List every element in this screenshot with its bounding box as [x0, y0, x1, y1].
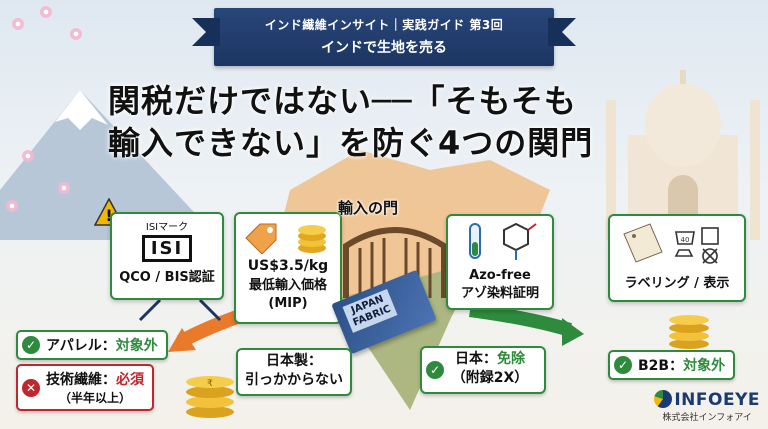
- gate-icon: [343, 227, 447, 298]
- logo-name: INFOEYE: [674, 390, 760, 410]
- isi-mark-caption: ISIマーク: [145, 222, 189, 233]
- blossom-decoration: [12, 18, 24, 30]
- arrow-isi-right: [198, 298, 222, 322]
- logo-mark-icon: [654, 390, 673, 408]
- japan-exempt-note: （附録2X）: [451, 370, 529, 386]
- series-banner: インド繊維インサイト｜実践ガイド 第3回 インドで生地を売る: [192, 8, 576, 66]
- japan-exempt-value: 免除: [497, 351, 525, 367]
- title-line2: 輸入できない」を防ぐ4つの関門: [108, 124, 594, 162]
- outcome-japan-made: 日本製： 引っかからない: [236, 348, 352, 396]
- azo-label-l2: アゾ染料証明: [460, 286, 539, 301]
- page-title: 関税だけではない──「そもそも 輸入できない」を防ぐ4つの関門: [108, 80, 668, 164]
- isi-logo: ISI: [141, 235, 193, 262]
- svg-text:40: 40: [681, 236, 690, 244]
- banner-line2: インドで生地を売る: [321, 40, 447, 56]
- outcome-b2b: ✓ B2B：対象外: [608, 350, 736, 380]
- azo-label-l1: Azo-free: [469, 268, 531, 283]
- banner-line1: インド繊維インサイト｜実践ガイド 第3回: [264, 18, 504, 32]
- check-icon: ✓: [426, 361, 444, 379]
- mip-label-l3: (MIP): [268, 296, 308, 311]
- mip-label-l2: 最低輸入価格: [248, 278, 327, 293]
- blossom-decoration: [70, 28, 82, 40]
- apparel-prefix: アパレル：: [46, 338, 116, 354]
- svg-text:₹: ₹: [207, 379, 213, 389]
- price-tag-icon: [245, 223, 277, 254]
- card-mip: US$3.5/kg 最低輸入価格 (MIP): [234, 212, 342, 324]
- mountain-illustration: [0, 90, 220, 240]
- technical-note: （半年以上）: [58, 391, 131, 405]
- outcome-technical: ✕ 技術繊維：必須 （半年以上）: [16, 364, 154, 411]
- outcome-apparel: ✓ アパレル：対象外: [16, 330, 168, 360]
- coins-icon: [298, 225, 326, 253]
- arrow-right-head: [562, 318, 584, 346]
- arrow-isi-left: [138, 298, 162, 322]
- card-labeling: 40 ラベリング / 表示: [608, 214, 746, 302]
- x-icon: ✕: [22, 378, 40, 397]
- blossom-decoration: [58, 182, 70, 194]
- check-icon: ✓: [614, 356, 632, 374]
- arrow-right: [469, 303, 573, 337]
- rupee-coins-icon: ₹: [186, 376, 234, 418]
- arrow-left-head: [168, 328, 196, 352]
- company-logo: INFOEYE 株式会社インフォアイ: [654, 390, 760, 423]
- technical-prefix: 技術繊維：: [46, 372, 116, 388]
- technical-value: 必須: [116, 372, 144, 388]
- svg-text:!: !: [105, 206, 112, 225]
- apparel-value: 対象外: [115, 338, 158, 354]
- b2b-value: 対象外: [683, 358, 726, 374]
- blossom-decoration: [40, 6, 52, 18]
- japan-exempt-prefix: 日本：: [455, 351, 497, 367]
- japan-made-l2: 引っかからない: [245, 372, 343, 388]
- test-tube-molecule-icon: [469, 222, 537, 260]
- outcome-japan-exempt: ✓ 日本：免除 （附録2X）: [420, 346, 546, 394]
- isi-label: QCO / BIS認証: [119, 270, 215, 285]
- card-isi: ISIマーク ISI QCO / BIS認証: [110, 212, 224, 300]
- coins-icon: [669, 315, 709, 349]
- blossom-decoration: [22, 150, 34, 162]
- b2b-prefix: B2B：: [638, 358, 684, 374]
- japan-made-l1: 日本製：: [266, 353, 322, 369]
- card-azo: Azo-free アゾ染料証明: [446, 214, 554, 310]
- title-line1: 関税だけではない──「そもそも: [108, 82, 577, 120]
- labeling-label: ラベリング / 表示: [624, 276, 730, 291]
- check-icon: ✓: [22, 336, 40, 354]
- blossom-decoration: [6, 200, 18, 212]
- care-label-icon: 40: [623, 223, 719, 264]
- mip-price: US$3.5/kg: [247, 258, 329, 274]
- gate-label: 輸入の門: [338, 199, 399, 217]
- logo-sub: 株式会社インフォアイ: [662, 413, 752, 423]
